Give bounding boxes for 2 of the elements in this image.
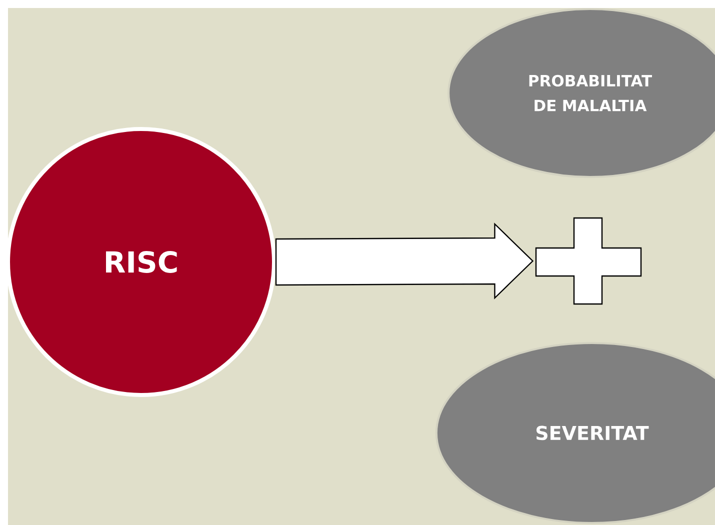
- plus-sign: [535, 217, 642, 305]
- block-arrow: [275, 222, 534, 300]
